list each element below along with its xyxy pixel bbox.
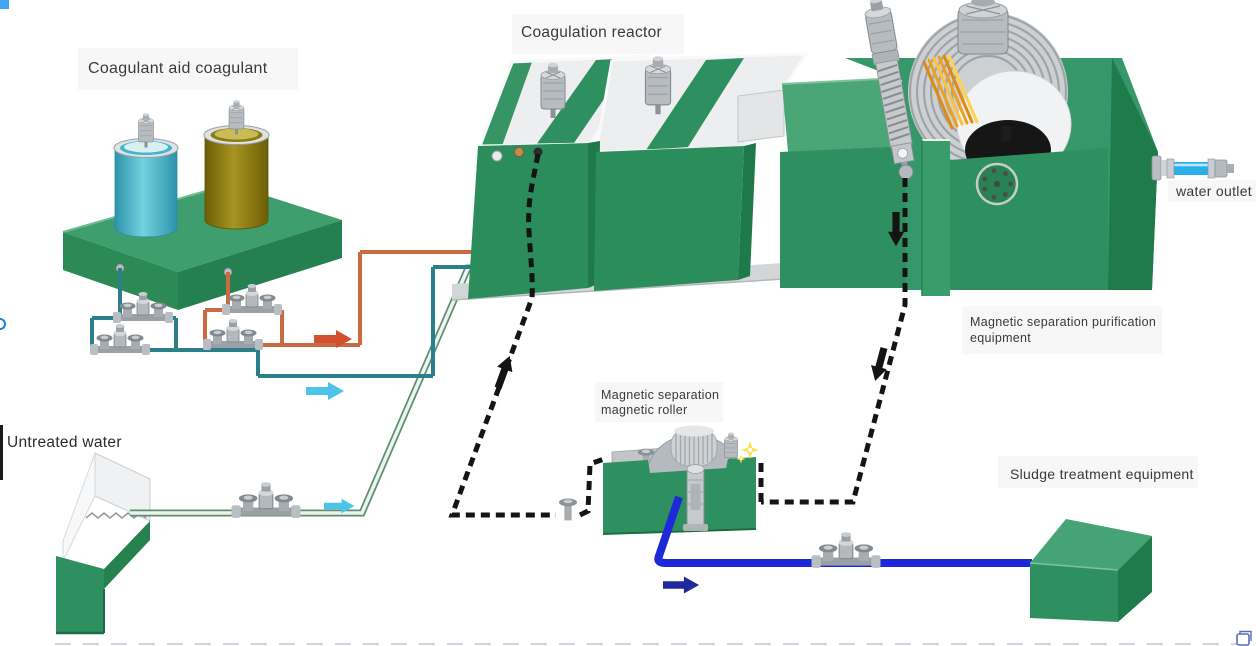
skid-platform-top xyxy=(63,184,342,272)
reactor-rim xyxy=(478,54,650,148)
label-coagulant-aid: Coagulant aid coagulant xyxy=(88,60,268,77)
blue-corner-mark-icon xyxy=(0,0,9,9)
roller-front-face xyxy=(603,457,756,534)
return-flow-arrow-icon xyxy=(490,353,518,391)
label-coagulation-reactor: Coagulation reactor xyxy=(521,24,662,41)
skid-platform-right xyxy=(178,220,342,310)
sludge-flow-arrow-icon xyxy=(663,576,700,594)
magnetic-separation-purification-equipment xyxy=(780,0,1234,296)
magnetic-separation-magnetic-roller xyxy=(602,425,759,535)
reactor-conveyor-band xyxy=(646,58,744,150)
label-water-outlet: water outlet xyxy=(1175,183,1252,199)
sludge-box-front xyxy=(1030,563,1118,622)
label-untreated-water: Untreated water xyxy=(7,434,122,451)
purifier-left-front xyxy=(780,146,906,288)
pump-icon xyxy=(89,323,151,356)
tank-front-face xyxy=(56,556,104,633)
coagulant-dosing-skid xyxy=(62,99,342,310)
purifier-front-wall xyxy=(950,148,1108,290)
purifier-right-face xyxy=(1108,58,1158,290)
sludge-treatment-equipment xyxy=(1029,519,1152,622)
inspection-flange xyxy=(975,162,1019,206)
purifier-left-top xyxy=(782,78,906,152)
coagulant-tank-cyan xyxy=(113,112,179,238)
pump-icon xyxy=(810,531,882,569)
label-sludge-treatment: Sludge treatment equipment xyxy=(1010,466,1194,482)
pipe-sludge-to-roller xyxy=(758,178,908,505)
sludge-box-right xyxy=(1118,536,1152,622)
roller-discharge-pump xyxy=(683,464,708,531)
screw-conveyor xyxy=(864,0,915,180)
tank-right-face xyxy=(104,521,150,589)
water-outlet-pipe xyxy=(1151,155,1234,181)
pump-icon xyxy=(202,318,264,351)
purifier-divider-panel xyxy=(922,140,950,296)
sludge-box-top xyxy=(1030,519,1152,570)
untreated-water-tank xyxy=(56,452,151,635)
reactor-port xyxy=(514,147,524,157)
window-restore-icon[interactable] xyxy=(1236,630,1252,646)
reactor-rim xyxy=(594,52,808,154)
reactor-port xyxy=(491,150,503,162)
pipe-sludge-blue xyxy=(654,495,1032,567)
sparkle-icon xyxy=(741,441,759,459)
tank-left-wall xyxy=(62,452,96,562)
pipe-magnetite-return xyxy=(448,153,605,518)
valve-icon xyxy=(559,498,577,521)
coagulation-reactor xyxy=(451,52,808,301)
label-underlays xyxy=(78,14,1256,488)
blue-ring-icon xyxy=(0,318,6,330)
pump-icon xyxy=(230,481,302,519)
reactor-outlet-duct xyxy=(737,89,785,143)
magnetic-roller-drum xyxy=(670,425,718,467)
reactor-front-right xyxy=(594,146,744,291)
coagulant-aid-flow-arrow-icon xyxy=(306,382,344,400)
magnetic-brush xyxy=(922,54,979,130)
coagulant-tank-olive xyxy=(203,99,270,230)
